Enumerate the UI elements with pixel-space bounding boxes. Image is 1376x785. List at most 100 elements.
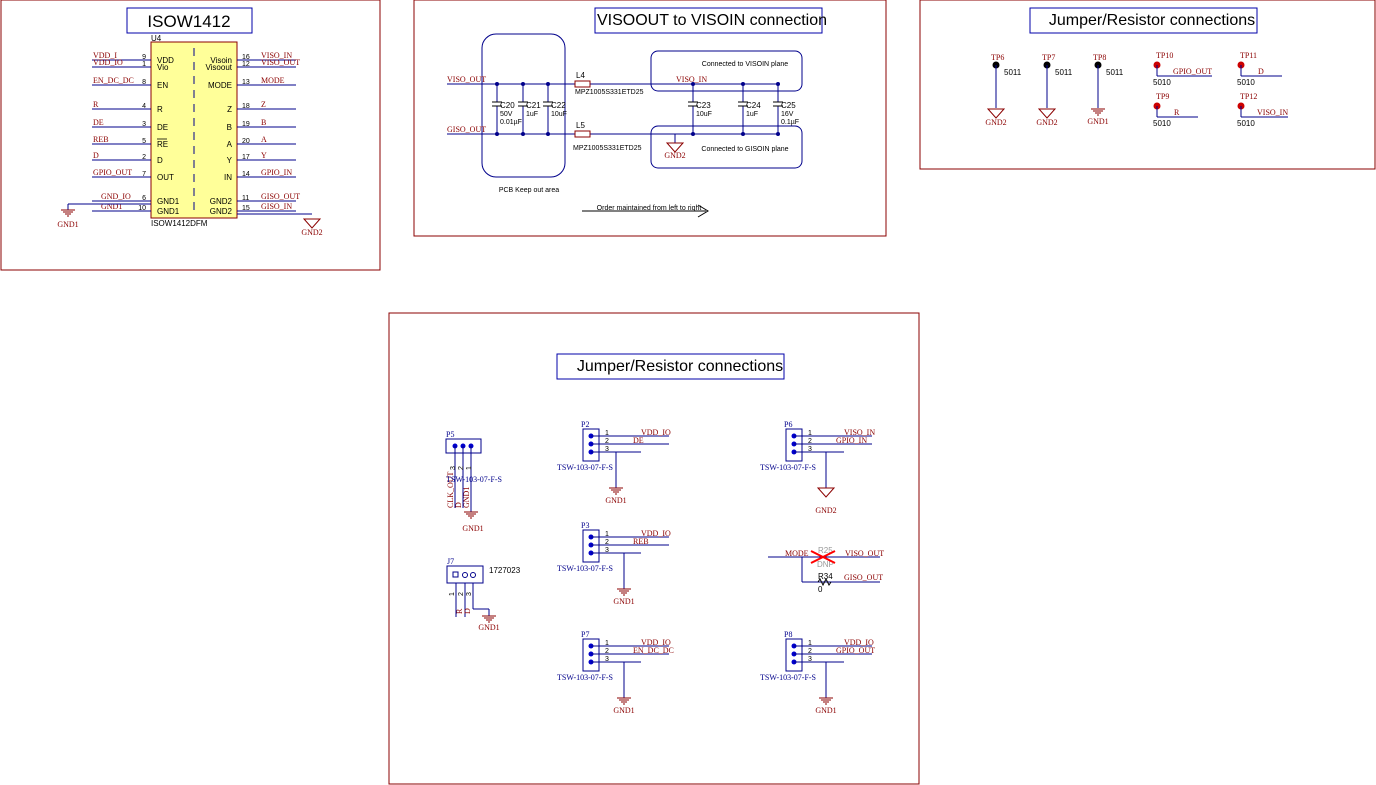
l4-ref: L4 — [576, 71, 585, 80]
pin-number: 2 — [605, 438, 609, 445]
gnd2-symbol — [303, 218, 321, 229]
junction-dot — [691, 82, 695, 86]
tp-gnd: GND2 — [985, 118, 1006, 127]
cap-ref: C21 — [526, 101, 541, 110]
resistor-r25[interactable]: MODE VISO_OUT R25 DNP — [768, 546, 884, 569]
resistor-r34[interactable]: R34 0 GISO_OUT — [801, 557, 883, 594]
pin-right-17[interactable]: 17 Y Y — [227, 151, 296, 165]
tp-part: 5010 — [1153, 119, 1171, 128]
sheet-title: Jumper/Resistor connections — [577, 358, 783, 375]
gnd-label: GND1 — [605, 496, 626, 505]
tp-net: GPIO_OUT — [1173, 67, 1212, 76]
inductor-l4[interactable] — [574, 80, 591, 88]
pin-number: 17 — [242, 154, 250, 161]
cap-value: 0.01µF — [500, 119, 522, 126]
gnd-label: GND1 — [613, 597, 634, 606]
gnd1-symbol — [818, 697, 834, 705]
gnd-label: GND2 — [815, 506, 836, 515]
net-label: VDD_IO — [844, 638, 874, 647]
pin-number: 2 — [605, 539, 609, 546]
sheet-jumpers: Jumper/Resistor connections P5 3 2 1 CLK… — [388, 312, 920, 785]
chip-part: ISOW1412DFM — [151, 219, 208, 228]
junction-dot — [776, 132, 780, 136]
pin-number: 20 — [242, 138, 250, 145]
keepout-label: PCB Keep out area — [499, 187, 559, 194]
junction-dot — [521, 82, 525, 86]
j7-gnd: GND1 — [478, 623, 499, 632]
p5-pin-2: 2 — [458, 466, 465, 470]
gnd1-symbol — [463, 511, 479, 519]
r34-ref: R34 — [818, 572, 833, 581]
pin-number: 13 — [242, 79, 250, 86]
pin-name: OUT — [157, 173, 174, 182]
pin-number: 3 — [142, 121, 146, 128]
net-label: VDD_IO — [641, 428, 671, 437]
pin-number: 10 — [138, 205, 146, 212]
p5-ref: P5 — [446, 430, 454, 439]
header-part: TSW-103-07-F-S — [557, 673, 613, 682]
cap-ref: C23 — [696, 101, 711, 110]
pin-name: GND2 — [210, 207, 233, 216]
header-ref: P2 — [581, 420, 589, 429]
pin-number: 3 — [808, 656, 812, 663]
pin-name: GND2 — [210, 197, 233, 206]
gisoin-plane — [650, 125, 803, 169]
gnd2-symbol — [1038, 108, 1056, 119]
junction-dot — [546, 82, 550, 86]
pin-number: 2 — [605, 648, 609, 655]
tp-net: D — [1258, 67, 1264, 76]
net-label: R — [93, 100, 99, 109]
pin-name: Y — [227, 156, 233, 165]
pin-number: 14 — [242, 171, 250, 178]
net-label: GISO_OUT — [261, 192, 300, 201]
header-j7[interactable]: J7 1727023 1 2 3 R D GND1 — [446, 557, 521, 632]
header-p5[interactable]: P5 3 2 1 CLK_OUT D GND1 TSW-103-07-F-S G… — [445, 430, 502, 533]
tp-part: 5011 — [1055, 68, 1073, 77]
net-label: Y — [261, 151, 267, 160]
j7-pin — [470, 572, 476, 578]
pin-name: MODE — [208, 81, 232, 90]
junction-dot — [546, 132, 550, 136]
net-label: REB — [93, 135, 109, 144]
inductor-l5[interactable] — [574, 130, 591, 138]
header-ref: P6 — [784, 420, 792, 429]
